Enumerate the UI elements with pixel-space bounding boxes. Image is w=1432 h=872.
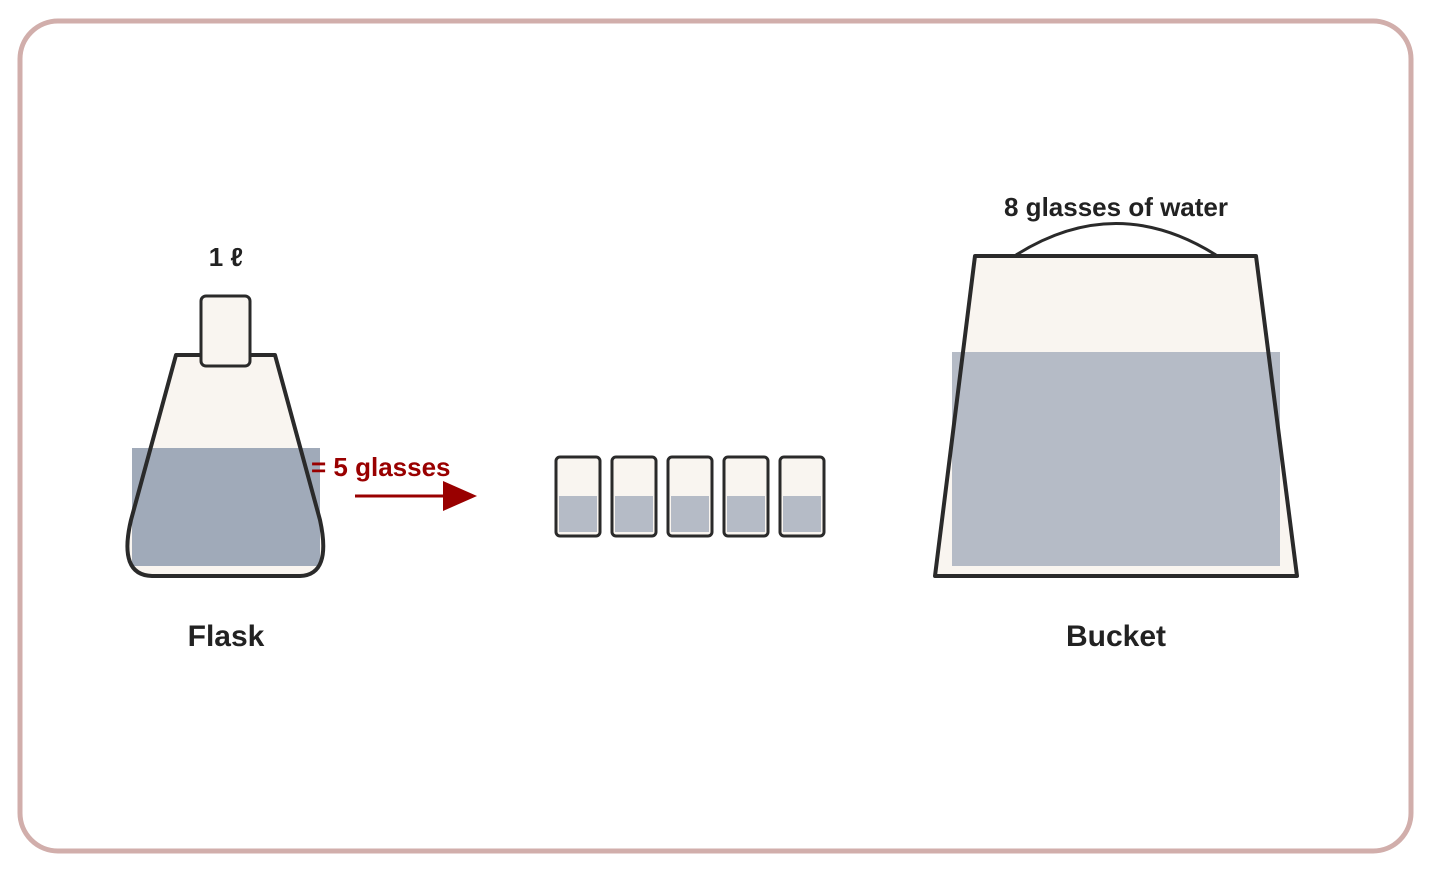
glass-water (783, 496, 821, 532)
flask-equals-label: = 5 glasses (311, 452, 451, 482)
bucket-water (952, 352, 1280, 566)
flask-name-label: Flask (188, 620, 265, 653)
glass (722, 455, 770, 538)
glass (666, 455, 714, 538)
bucket-group: 8 glasses of water Bucket (933, 192, 1299, 653)
flask-group: 1 ℓ Flask = 5 glasses (125, 242, 451, 653)
flask-neck (199, 294, 252, 368)
bucket-name-label: Bucket (1066, 620, 1166, 653)
diagram-frame (17, 18, 1414, 854)
glass-water (727, 496, 765, 532)
flask-outline (125, 353, 326, 578)
bucket-capacity-label: 8 glasses of water (1004, 192, 1228, 222)
bucket-outline (933, 254, 1299, 578)
glass (778, 455, 826, 538)
arrow-icon (355, 481, 477, 511)
glass (610, 455, 658, 538)
flask-water (132, 448, 320, 566)
glass-water (671, 496, 709, 532)
glass-water (559, 496, 597, 532)
bucket-handle (1015, 222, 1217, 257)
glasses-group (554, 455, 826, 538)
flask-capacity-label: 1 ℓ (209, 242, 243, 272)
glass-water (615, 496, 653, 532)
glass (554, 455, 602, 538)
